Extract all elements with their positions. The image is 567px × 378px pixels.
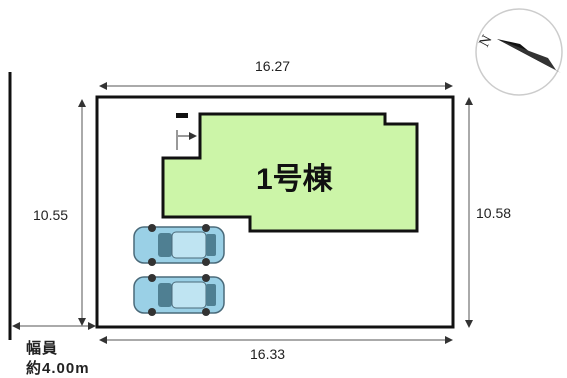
- car-wheel: [202, 308, 210, 316]
- car-1: [133, 224, 225, 266]
- car-wheel: [148, 274, 156, 282]
- car-wheel: [148, 224, 156, 232]
- car-wheel: [202, 224, 210, 232]
- road-width-label-line2: 約4.00m: [26, 360, 90, 377]
- car-windshield: [158, 233, 172, 257]
- car-windshield: [158, 283, 172, 307]
- car-rear-window: [206, 234, 216, 256]
- compass-circle: [475, 8, 563, 96]
- north-compass: [475, 8, 563, 96]
- car-rear-window: [206, 284, 216, 306]
- compass-needle-tail: [497, 39, 556, 70]
- lot-boundary: [95, 95, 455, 329]
- building-footprint: [161, 112, 419, 233]
- car-2: [133, 274, 225, 316]
- dimension-left-label: 10.55: [33, 207, 69, 223]
- road-width-label-line1: 幅員: [26, 340, 59, 357]
- compass-needle-icon: [497, 39, 561, 73]
- car-roof: [171, 231, 207, 259]
- building-label: 1号棟: [256, 163, 333, 196]
- car-roof: [171, 281, 207, 309]
- car-wheel: [202, 258, 210, 266]
- car-wheel: [148, 258, 156, 266]
- car-wheel: [202, 274, 210, 282]
- dimension-top-label: 16.27: [255, 58, 291, 74]
- dimension-right-label: 10.58: [476, 205, 512, 221]
- dimension-bottom-label: 16.33: [250, 346, 286, 362]
- car-wheel: [148, 308, 156, 316]
- entrance-marker: [176, 113, 188, 118]
